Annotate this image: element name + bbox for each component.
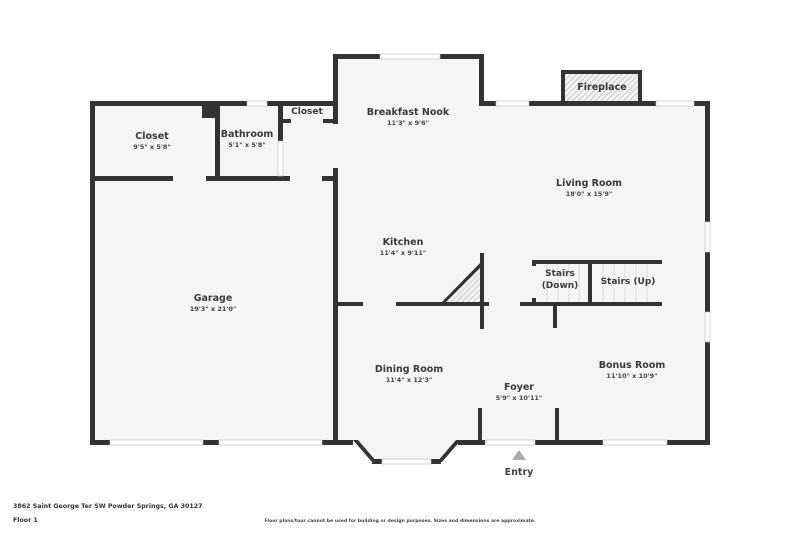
- room-stairs-down: Stairs (Down): [538, 268, 582, 292]
- room-living-room: Living Room 18'0" x 15'9": [556, 178, 622, 199]
- room-breakfast-nook: Breakfast Nook 11'3" x 9'6": [367, 107, 449, 128]
- room-garage: Garage 19'3" x 21'0": [190, 293, 237, 314]
- floor-areas: [91, 56, 708, 462]
- bay-window: [353, 440, 461, 465]
- entry-triangle-icon: [512, 450, 526, 460]
- disclaimer: Floor plans/tour cannot be used for buil…: [264, 519, 536, 524]
- room-name: Garage: [193, 293, 233, 304]
- stair-treads: [546, 264, 648, 302]
- windows: [109, 53, 711, 446]
- room-dimensions: 11'3" x 9'6": [386, 119, 430, 127]
- room-name: Foyer: [504, 382, 534, 393]
- room-dimensions: 19'3" x 21'0": [189, 305, 237, 313]
- room-name: Kitchen: [382, 237, 424, 248]
- room-name: Fireplace: [577, 82, 627, 93]
- room-dimensions: 5'1" x 5'8": [228, 141, 266, 149]
- room-stairs-up: Stairs (Up): [601, 276, 656, 288]
- room-name: Closet: [291, 107, 323, 117]
- room-dimensions: 5'9" x 10'11": [495, 394, 543, 402]
- floor-label: Floor 1: [13, 517, 38, 524]
- room-name: Bathroom: [220, 129, 274, 140]
- room-foyer: Foyer 5'9" x 10'11": [496, 382, 543, 403]
- room-name: Closet: [135, 131, 169, 142]
- room-dimensions: 11'4" x 9'11": [379, 249, 427, 257]
- room-dimensions: 18'0" x 15'9": [565, 190, 613, 198]
- room-closet-left: Closet 9'5" x 5'8": [133, 131, 171, 152]
- room-name: Stairs (Up): [600, 277, 656, 287]
- room-name: Bonus Room: [598, 360, 666, 371]
- room-dimensions: 9'5" x 5'8": [133, 143, 171, 151]
- room-dimensions: 11'10" x 10'9": [606, 372, 658, 380]
- room-name: Dining Room: [374, 364, 444, 375]
- fireplace: [561, 70, 642, 104]
- room-bathroom: Bathroom 5'1" x 5'8": [221, 129, 274, 150]
- room-bonus-room: Bonus Room 11'10" x 10'9": [599, 360, 666, 381]
- room-name: Stairs (Down): [541, 269, 579, 291]
- room-name: Living Room: [556, 178, 622, 189]
- room-kitchen: Kitchen 11'4" x 9'11": [380, 237, 427, 258]
- property-address: 3862 Saint George Ter SW Powder Springs,…: [13, 503, 203, 510]
- room-closet-small: Closet: [291, 106, 323, 118]
- room-dining-room: Dining Room 11'4" x 12'3": [375, 364, 443, 385]
- room-dimensions: 11'4" x 12'3": [385, 376, 433, 384]
- entry-label: Entry: [504, 467, 534, 478]
- room-fireplace: Fireplace: [577, 82, 626, 94]
- room-name: Breakfast Nook: [366, 107, 450, 118]
